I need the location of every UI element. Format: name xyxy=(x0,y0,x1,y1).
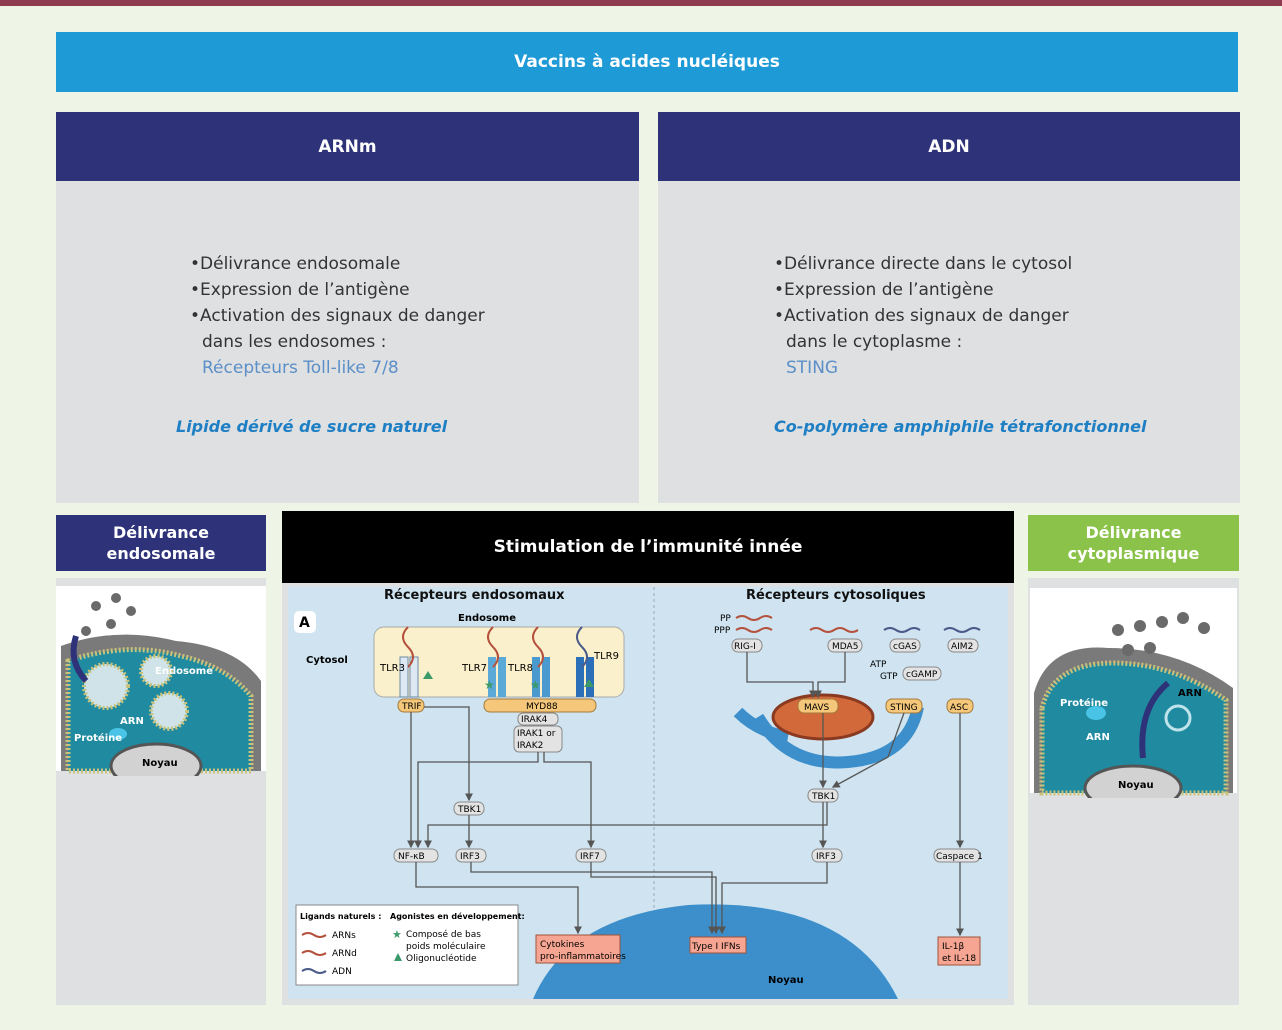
arn-label-right-1: ARN xyxy=(1178,688,1202,699)
irak2-node: IRAK2 xyxy=(517,741,543,751)
cgas-node: cGAS xyxy=(893,642,917,652)
pp-label: PP xyxy=(720,614,731,624)
irf3-left-node: IRF3 xyxy=(460,852,480,862)
arn-label: ARN xyxy=(120,716,144,727)
arnm-bullet-3: Activation des signaux de danger xyxy=(190,303,485,329)
irak1-node: IRAK1 or xyxy=(517,729,556,739)
cytosolic-receptors-title: Récepteurs cytosoliques xyxy=(746,588,926,603)
proteine-label: Protéine xyxy=(74,732,122,744)
cgamp-node: cGAMP xyxy=(906,670,938,680)
star-icon: ★ xyxy=(392,928,402,941)
endosomal-receptors-title: Récepteurs endosomaux xyxy=(384,588,565,603)
top-rule xyxy=(0,0,1282,6)
legend-adn: ADN xyxy=(332,967,352,977)
arnm-bullet-2: Expression de l’antigène xyxy=(190,277,485,303)
type1-ifn-node: Type I IFNs xyxy=(691,942,741,952)
arnm-panel: Délivrance endosomale Expression de l’an… xyxy=(56,181,639,503)
cytoplasmic-delivery-header: Délivrance cytoplasmique xyxy=(1028,515,1239,571)
arnm-bullet-3-cont: dans les endosomes : xyxy=(202,332,387,352)
legend-natural-title: Ligands naturels : xyxy=(300,912,381,921)
adn-bullet-3: Activation des signaux de danger xyxy=(774,303,1072,329)
myd88-node: MYD88 xyxy=(526,702,558,712)
endosome-title: Endosome xyxy=(458,613,516,624)
cytoplasmic-column: Protéine ARN ARN Noyau xyxy=(1028,578,1239,1005)
ppp-label: PPP xyxy=(714,626,731,636)
rigi-node: RIG-I xyxy=(734,642,756,652)
adn-header: ADN xyxy=(658,112,1240,181)
arnm-highlight: Récepteurs Toll-like 7/8 xyxy=(202,358,399,378)
svg-text:★: ★ xyxy=(530,678,541,692)
adn-highlight: STING xyxy=(786,358,839,378)
adn-bullet-2: Expression de l’antigène xyxy=(774,277,1072,303)
endosomal-column: Endosome ARN Protéine Noyau xyxy=(56,578,266,1005)
tbk1-left-node: TBK1 xyxy=(457,805,481,815)
adn-panel: Délivrance directe dans le cytosol Expre… xyxy=(658,181,1240,503)
mda5-node: MDA5 xyxy=(832,642,858,652)
asc-node: ASC xyxy=(950,703,968,713)
cytoplasmic-cell-illustration: Protéine ARN ARN Noyau xyxy=(1030,588,1237,798)
trif-node: TRIF xyxy=(401,702,422,712)
endosomal-cell-illustration: Endosome ARN Protéine Noyau xyxy=(56,586,266,776)
tbk1-right-node: TBK1 xyxy=(811,792,835,802)
arnm-bullet-1: Délivrance endosomale xyxy=(190,251,485,277)
legend-compound-1: Composé de bas xyxy=(406,929,481,940)
noyau-label-right: Noyau xyxy=(1118,780,1154,791)
endosomal-title-1: Délivrance xyxy=(113,523,209,542)
irf7-node: IRF7 xyxy=(580,852,600,862)
immunity-pathway-diagram: Récepteurs endosomaux Récepteurs cytosol… xyxy=(288,587,1008,999)
triangle-icon xyxy=(394,953,402,961)
legend-compound-2: poids moléculaire xyxy=(406,941,486,952)
adn-bullet-3-cont: dans le cytoplasme : xyxy=(786,332,963,352)
sting-node: STING xyxy=(890,703,918,713)
tlr7-label: TLR7 xyxy=(461,663,487,674)
tlr8-label: TLR8 xyxy=(507,663,533,674)
adn-carrier: Co-polymère amphiphile tétrafonctionnel xyxy=(774,417,1147,436)
endosome-label: Endosome xyxy=(155,666,213,677)
aim2-node: AIM2 xyxy=(951,642,973,652)
legend-arnd: ARNd xyxy=(332,949,357,959)
page-title: Vaccins à acides nucléiques xyxy=(56,32,1238,92)
noyau-nucleus-label: Noyau xyxy=(768,975,804,986)
arnm-carrier: Lipide dérivé de sucre naturel xyxy=(176,417,448,436)
arnm-bullets: Délivrance endosomale Expression de l’an… xyxy=(190,251,485,381)
mavs-node: MAVS xyxy=(804,703,830,713)
nfkb-node: NF-κB xyxy=(398,852,425,862)
endosomal-title-2: endosomale xyxy=(106,544,216,563)
noyau-label: Noyau xyxy=(142,758,178,769)
cytokines-line-2: pro-inflammatoires xyxy=(540,952,626,962)
endosomal-delivery-header: Délivrance endosomale xyxy=(56,515,266,571)
tlr9-label: TLR9 xyxy=(593,651,619,662)
legend-arns: ARNs xyxy=(332,931,356,941)
legend-box xyxy=(295,904,519,986)
irak4-node: IRAK4 xyxy=(521,715,548,725)
cytosol-label: Cytosol xyxy=(306,655,348,666)
cytokines-line-1: Cytokines xyxy=(540,940,585,950)
tlr3-label: TLR3 xyxy=(379,663,405,674)
arn-label-right-2: ARN xyxy=(1086,732,1110,743)
legend-oligo: Oligonucléotide xyxy=(406,953,477,964)
innate-immunity-header: Stimulation de l’immunité innée xyxy=(282,511,1014,583)
adn-bullets: Délivrance directe dans le cytosol Expre… xyxy=(774,251,1072,381)
il18-label: et IL-18 xyxy=(942,954,976,964)
caspase1-node: Caspace 1 xyxy=(936,852,983,862)
proteine-label-right: Protéine xyxy=(1060,697,1108,709)
il1-label: IL-1β xyxy=(942,942,964,952)
legend-agonists-title: Agonistes en développement: xyxy=(390,911,525,921)
svg-text:★: ★ xyxy=(484,678,495,692)
arnm-header: ARNm xyxy=(56,112,639,181)
cytoplasmic-title-1: Délivrance xyxy=(1085,523,1182,542)
atp-label: ATP xyxy=(870,660,887,670)
cytoplasmic-title-2: cytoplasmique xyxy=(1067,544,1200,563)
irf3-right-node: IRF3 xyxy=(816,852,836,862)
gtp-label: GTP xyxy=(880,672,898,682)
panel-letter: A xyxy=(299,615,310,631)
adn-bullet-1: Délivrance directe dans le cytosol xyxy=(774,251,1072,277)
